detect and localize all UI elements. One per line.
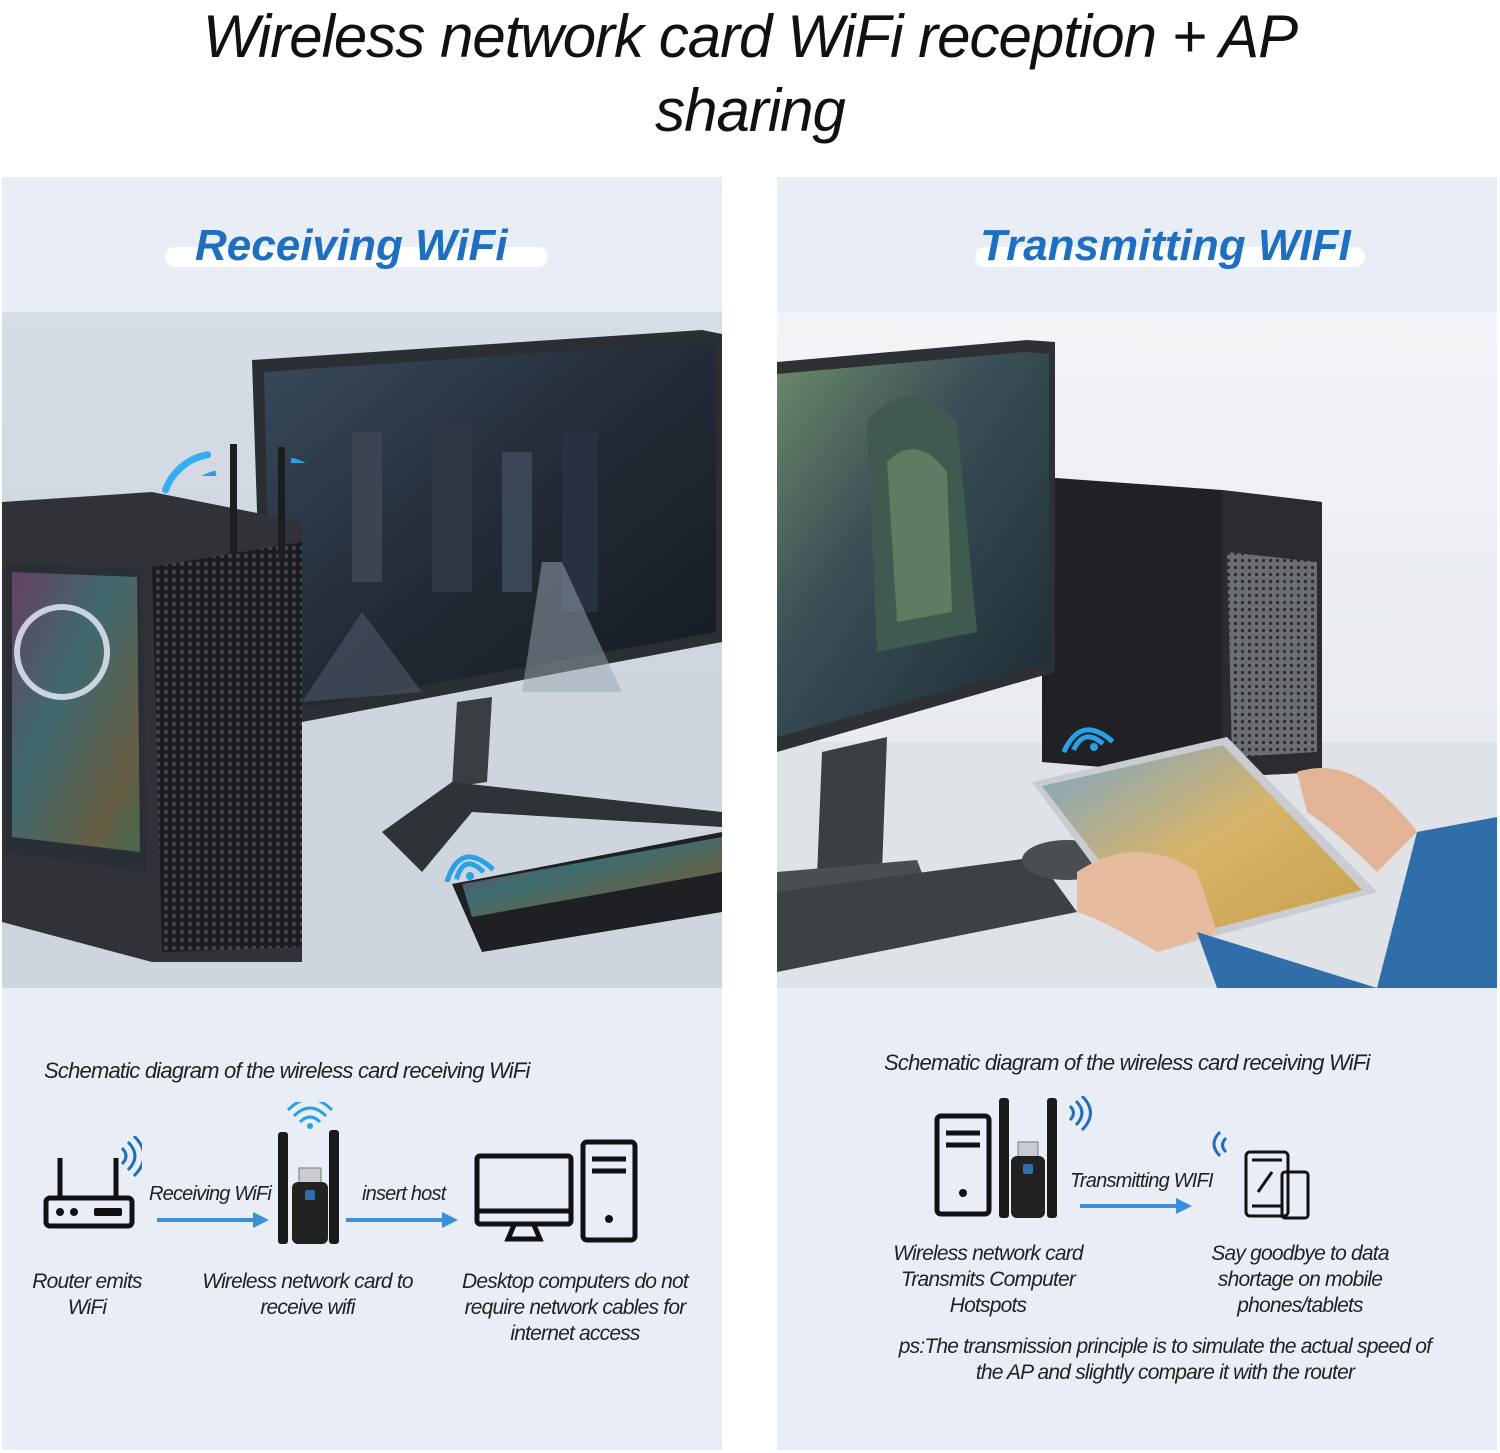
wifi-icon — [440, 838, 496, 882]
arrow-right-icon — [346, 1210, 458, 1230]
transmitting-scene-illustration — [777, 312, 1497, 988]
pc-tower-icon — [934, 1113, 992, 1217]
page-title: Wireless network card WiFi reception + A… — [0, 0, 1500, 148]
receiving-scene-illustration — [2, 312, 722, 988]
usb-wifi-adapter-icon — [996, 1096, 1096, 1220]
transmission-note-line: the AP and slightly compare it with the … — [975, 1361, 1355, 1384]
desktop-caption: Desktop computers do not require network… — [445, 1269, 705, 1347]
mobile-devices-caption: Say goodbye to data shortage on mobile p… — [1190, 1241, 1410, 1319]
arrow-right-icon — [1080, 1196, 1192, 1216]
arrow-label-receiving: Receiving WiFi — [149, 1183, 272, 1205]
router-icon — [42, 1136, 142, 1232]
transmission-note: ps:The transmission principle is to simu… — [880, 1334, 1450, 1386]
arrow-label-transmitting: Transmitting WIFI — [1070, 1170, 1214, 1192]
usb-wifi-adapter-icon — [274, 1102, 346, 1246]
mobile-devices-caption-line: shortage on mobile — [1217, 1268, 1383, 1291]
wifi-icon — [150, 408, 220, 476]
pc-tower-icon — [580, 1139, 638, 1243]
tablet-phone-icon — [1212, 1128, 1312, 1222]
transmission-note-line: ps:The transmission principle is to simu… — [898, 1335, 1432, 1358]
router-caption-line: Router emits — [32, 1270, 142, 1293]
adapter-transmit-caption-line: Hotspots — [949, 1294, 1027, 1317]
adapter-transmit-caption: Wireless network card Transmits Computer… — [880, 1241, 1096, 1319]
router-caption-line: WiFi — [67, 1296, 107, 1319]
receiving-diagram-title: Schematic diagram of the wireless card r… — [44, 1058, 530, 1083]
adapter-receive-caption: Wireless network card to receive wifi — [190, 1269, 425, 1321]
desktop-caption-line: Desktop computers do not — [462, 1270, 689, 1293]
transmitting-scene-photo — [777, 312, 1497, 988]
wifi-icon — [287, 395, 357, 463]
page-title-line-2: sharing — [655, 77, 846, 144]
heading-highlight — [165, 247, 548, 267]
mobile-devices-caption-line: Say goodbye to data — [1211, 1242, 1389, 1265]
arrow-right-icon — [157, 1210, 269, 1230]
arrow-label-insert-host: insert host — [362, 1183, 446, 1205]
desktop-caption-line: require network cables for — [464, 1296, 687, 1319]
heading-highlight — [975, 247, 1365, 267]
router-caption: Router emits WiFi — [22, 1269, 152, 1321]
receiving-scene-photo — [2, 312, 722, 988]
wifi-icon — [1058, 713, 1116, 753]
adapter-transmit-caption-line: Wireless network card — [893, 1242, 1083, 1265]
adapter-receive-caption-line: Wireless network card to — [202, 1270, 413, 1293]
receiving-heading: Receiving WiFi — [195, 221, 508, 270]
desktop-caption-line: internet access — [510, 1322, 640, 1345]
monitor-icon — [474, 1153, 574, 1243]
page-title-line-1: Wireless network card WiFi reception + A… — [202, 3, 1298, 70]
transmitting-heading: Transmitting WIFI — [980, 221, 1351, 270]
adapter-receive-caption-line: receive wifi — [260, 1296, 355, 1319]
adapter-transmit-caption-line: Transmits Computer — [900, 1268, 1076, 1291]
mobile-devices-caption-line: phones/tablets — [1237, 1294, 1363, 1317]
transmitting-diagram-title: Schematic diagram of the wireless card r… — [884, 1050, 1370, 1075]
